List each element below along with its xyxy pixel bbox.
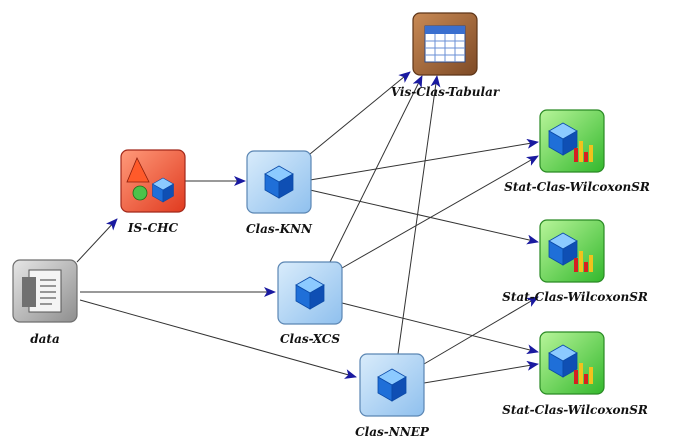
table-icon (424, 25, 466, 63)
node-label: Vis-Clas-Tabular (391, 85, 501, 99)
edge-clas-nnep-to-vis-tabular (397, 75, 441, 355)
node-label: Stat-Clas-WilcoxonSR (502, 403, 648, 417)
node-label: Clas-NNEP (355, 425, 430, 439)
node-label: Clas-XCS (280, 332, 340, 346)
edge-data-to-clas-nnep (79, 299, 357, 379)
node-clas-xcs[interactable]: Clas-XCS (277, 261, 343, 346)
instance-selection-icon (126, 157, 174, 203)
node-stat-clas-wilcoxonsr-3[interactable]: Stat-Clas-WilcoxonSR (502, 331, 648, 417)
edge-clas-xcs-to-vis-tabular (329, 75, 423, 263)
edge-clas-xcs-to-stat-3 (341, 302, 539, 355)
edge-clas-knn-to-stat-1 (309, 138, 539, 181)
edge-clas-nnep-to-stat-3 (423, 360, 539, 384)
edge-clas-xcs-to-stat-1 (341, 155, 539, 269)
node-clas-knn[interactable]: Clas-KNN (246, 150, 313, 236)
node-clas-nnep[interactable]: Clas-NNEP (355, 353, 430, 439)
node-label: Stat-Clas-WilcoxonSR (504, 180, 650, 194)
node-label: data (30, 332, 59, 346)
node-stat-clas-wilcoxonsr-2[interactable]: Stat-Clas-WilcoxonSR (502, 219, 648, 304)
stat-chart-icon (548, 344, 593, 384)
edge-data-to-is-chc (76, 218, 118, 263)
edges (76, 71, 539, 384)
stat-chart-icon (548, 232, 593, 272)
edge-clas-nnep-to-stat-2 (423, 296, 539, 365)
node-data[interactable]: data (12, 259, 78, 346)
node-label: Stat-Clas-WilcoxonSR (502, 290, 648, 304)
node-is-chc[interactable]: IS-CHC (120, 149, 186, 235)
stat-chart-icon (548, 122, 593, 162)
edge-clas-knn-to-vis-tabular (309, 71, 411, 155)
node-label: IS-CHC (127, 221, 179, 235)
edge-clas-knn-to-stat-2 (309, 189, 539, 245)
document-icon (22, 269, 62, 313)
node-stat-clas-wilcoxonsr-1[interactable]: Stat-Clas-WilcoxonSR (504, 109, 650, 194)
node-vis-clas-tabular[interactable]: Vis-Clas-Tabular (391, 12, 501, 99)
node-label: Clas-KNN (246, 222, 313, 236)
